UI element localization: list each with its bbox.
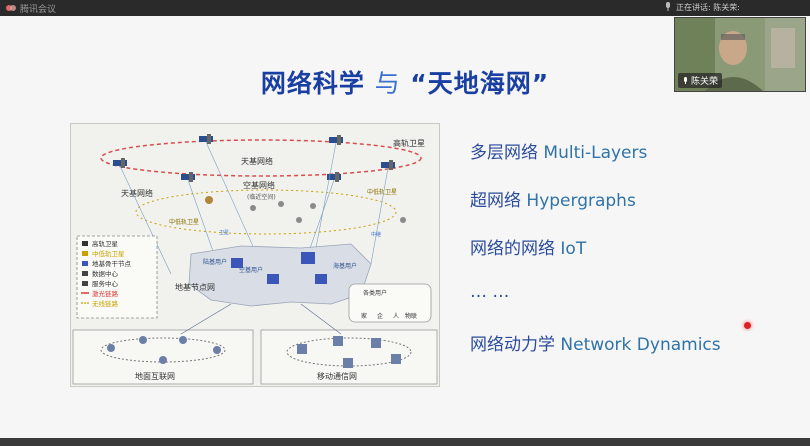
legend-item: 服务中心	[82, 279, 119, 288]
title-part-2: 与	[374, 69, 401, 98]
legend-item: 数据中心	[82, 269, 119, 278]
base-station-icon	[343, 358, 353, 368]
app-top-bar: 腾讯会议 正在讲话: 陈关荣:	[0, 0, 810, 16]
label-terminal-c: 人	[393, 313, 399, 320]
satellite-icon	[381, 160, 395, 170]
bullet-item: 网络动力学 Network Dynamics	[470, 330, 721, 355]
bullet-cn: 超网络	[470, 191, 527, 211]
participant-video[interactable]: 陈关荣	[674, 17, 806, 92]
label-leo-satellite: 中低轨卫星	[367, 188, 397, 196]
air-node	[250, 205, 256, 211]
participant-name: 陈关荣	[691, 77, 719, 87]
svg-text:高轨卫星: 高轨卫星	[92, 239, 119, 248]
svg-text:中低轨卫星: 中低轨卫星	[92, 249, 125, 258]
base-station-icon	[297, 344, 307, 354]
satellite-icon	[181, 172, 195, 182]
slide-title: 网络科学 与 “天地海网”	[0, 64, 810, 100]
title-part-3: “天地海网”	[410, 69, 550, 98]
legend-item: 地基骨干节点	[82, 259, 132, 268]
participant-nametag: 陈关荣	[678, 73, 723, 88]
backbone-node	[231, 258, 243, 268]
label-small-node-1: 卫星	[219, 230, 229, 236]
label-sea-user: 海基用户	[333, 262, 357, 270]
bullet-cn: 网络动力学	[470, 335, 561, 355]
legend-item: 激光链路	[81, 289, 119, 298]
label-space-network: 天基网络	[241, 156, 273, 166]
app-name: 腾讯会议	[20, 5, 57, 15]
label-terminal-b: 企	[377, 312, 383, 320]
bottom-bar	[0, 438, 810, 446]
laser-pointer	[744, 322, 751, 329]
app-logo-icon	[6, 5, 16, 11]
svg-text:地基骨干节点: 地基骨干节点	[92, 259, 132, 268]
air-node	[310, 203, 316, 209]
label-small-node-2: 中继	[371, 231, 381, 238]
leo-ring	[135, 189, 397, 235]
router-icon	[159, 356, 167, 364]
bullet-item: 网络的网络 IoT	[470, 234, 586, 259]
svg-text:服务中心: 服务中心	[92, 279, 119, 288]
air-node	[278, 201, 284, 207]
label-geo-satellite: 高轨卫星	[393, 138, 425, 148]
bullet-item: 多层网络 Multi-Layers	[470, 138, 647, 163]
legend-box	[76, 235, 158, 319]
label-terminal-users: 各类用户	[363, 289, 387, 297]
mic-icon	[684, 77, 687, 84]
satellite-icon	[327, 172, 341, 182]
label-air-network: 空基网络	[243, 180, 275, 190]
air-node	[400, 217, 406, 223]
label-air-user: 空基用户	[239, 266, 263, 274]
label-terminal-a: 家	[361, 312, 367, 320]
label-ground-user: 陆基用户	[203, 258, 227, 266]
router-icon	[179, 336, 187, 344]
label-air-network-sub: (临近空间)	[247, 193, 276, 201]
label-ground-nodes: 地基节点网	[175, 282, 215, 292]
ground-links	[180, 303, 342, 335]
backbone-node	[267, 274, 279, 284]
speaker-icon	[666, 2, 670, 11]
base-station-icon	[391, 354, 401, 364]
legend-item: 高轨卫星	[82, 239, 119, 248]
svg-text:无线链路: 无线链路	[92, 299, 119, 308]
satellite-icon	[199, 134, 213, 144]
user-terminal-box	[348, 283, 432, 323]
bullet-cn: 多层网络	[470, 143, 544, 163]
orbit-ring	[100, 139, 422, 177]
label-leo-satellite-left: 中低轨卫星	[169, 218, 199, 226]
bullet-en: Multi-Layers	[543, 143, 648, 163]
router-icon	[139, 336, 147, 344]
bullet-item: … …	[470, 282, 509, 302]
backbone-node	[301, 252, 315, 264]
router-icon	[107, 344, 115, 352]
legend-item: 中低轨卫星	[82, 249, 125, 258]
bullet-cn: 网络的网络	[470, 239, 561, 259]
bullet-cn: … …	[470, 282, 510, 302]
legend-item: 无线链路	[81, 299, 119, 308]
satellite-icon	[329, 135, 343, 145]
bullet-en: Network Dynamics	[560, 335, 721, 355]
base-station-icon	[371, 338, 381, 348]
bullet-en: Hypergraphs	[526, 191, 636, 211]
network-diagram-svg: 天基网络 高轨卫星 天基网络 空基网络 (临近空间) 中低轨卫星 中低轨卫星	[72, 134, 438, 385]
router-icon	[213, 346, 221, 354]
backbone-node	[315, 274, 327, 284]
svg-text:激光链路: 激光链路	[92, 289, 119, 298]
air-node	[205, 196, 213, 204]
air-node	[296, 217, 302, 223]
satellite-icon	[113, 158, 127, 168]
label-mobile: 移动通信网	[317, 371, 357, 381]
label-internet: 地面互联网	[135, 371, 175, 381]
base-station-icon	[333, 336, 343, 346]
bullet-en: IoT	[560, 239, 587, 259]
label-space-network-left: 天基网络	[121, 188, 153, 198]
bullet-item: 超网络 Hypergraphs	[470, 186, 636, 211]
ground-map-region	[188, 243, 372, 307]
network-diagram: 天基网络 高轨卫星 天基网络 空基网络 (临近空间) 中低轨卫星 中低轨卫星	[70, 123, 440, 387]
title-part-1: 网络科学	[260, 69, 365, 98]
speaking-indicator: 正在讲话: 陈关荣:	[676, 3, 740, 12]
shared-slide: 网络科学 与 “天地海网” 天基网络 高轨卫星 天基网络 空基网络 (临近空间)…	[0, 16, 810, 438]
label-terminal-d: 物联	[405, 312, 417, 320]
svg-text:数据中心: 数据中心	[92, 269, 119, 278]
legend: 高轨卫星 中低轨卫星 地基骨干节点 数据中心 服务中心 激光链路 无线链路	[81, 239, 132, 308]
